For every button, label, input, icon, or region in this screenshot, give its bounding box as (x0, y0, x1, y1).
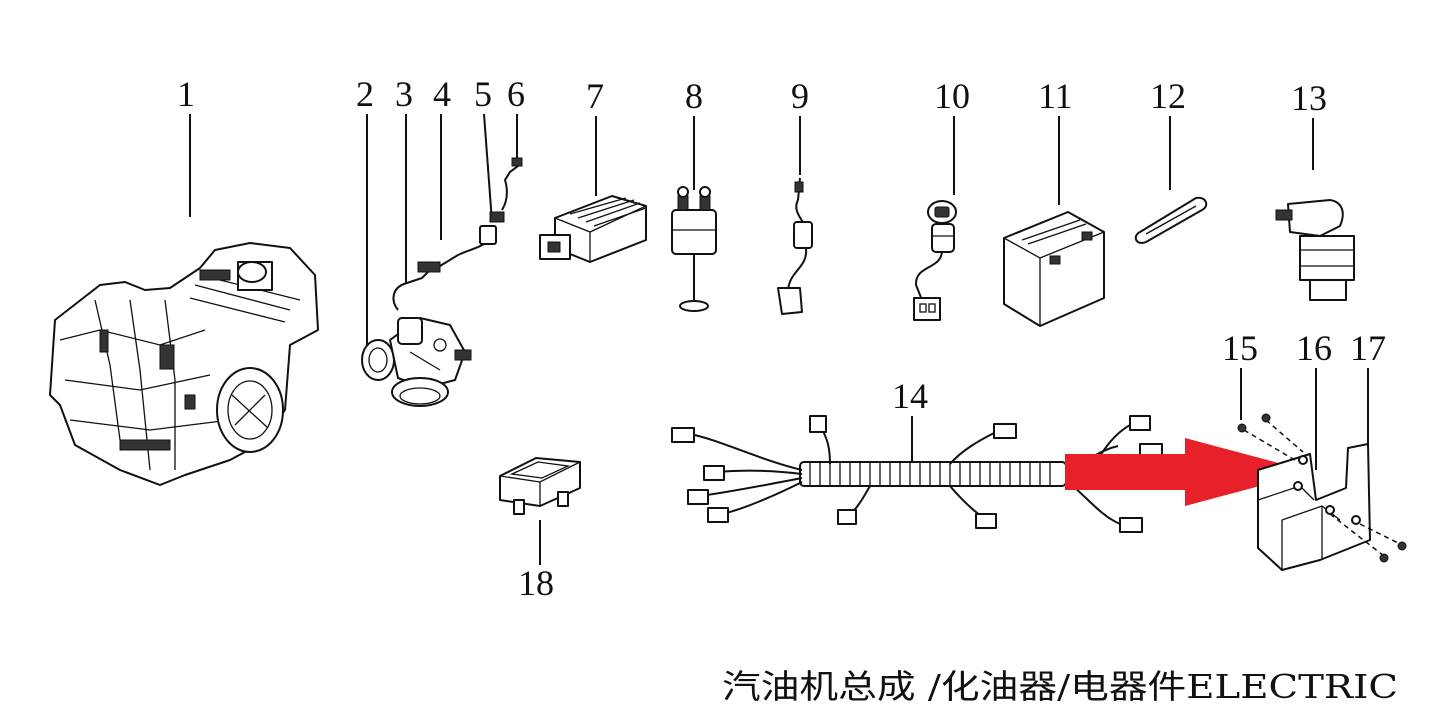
flasher-relay (1275, 199, 1355, 301)
callout-10: 10 (934, 76, 970, 116)
callout-16: 16 (1296, 328, 1332, 368)
mounting-bracket (1237, 413, 1407, 571)
fuel-hose-set (392, 157, 523, 311)
battery-strap (1134, 196, 1208, 244)
ignition-coil (777, 177, 813, 315)
red-arrow-annotation (1065, 438, 1312, 506)
starter-relay (671, 186, 717, 312)
callout-15: 15 (1222, 328, 1258, 368)
callout-11: 11 (1038, 76, 1073, 116)
callout-7: 7 (586, 76, 604, 116)
callout-4: 4 (433, 74, 451, 114)
wiring-harness (671, 415, 1163, 533)
callout-9: 9 (791, 76, 809, 116)
carburetor (361, 317, 472, 407)
callout-17: 17 (1350, 328, 1386, 368)
callout-12: 12 (1150, 76, 1186, 116)
diagram-caption: 汽油机总成 /化油器/电器件ELECTRIC (722, 667, 1398, 706)
battery (1003, 211, 1105, 327)
callout-2: 2 (356, 74, 374, 114)
callout-5: 5 (474, 74, 492, 114)
callout-3: 3 (395, 74, 413, 114)
rectangular-switch (499, 457, 581, 515)
callout-8: 8 (685, 76, 703, 116)
engine-assembly (49, 242, 319, 486)
callout-14: 14 (892, 376, 928, 416)
leader-lines (189, 113, 1369, 565)
callout-13: 13 (1291, 78, 1327, 118)
callout-1: 1 (177, 74, 195, 114)
callout-6: 6 (507, 74, 525, 114)
voltage-regulator (539, 195, 647, 263)
callout-18: 18 (518, 563, 554, 603)
ignition-switch (913, 200, 957, 321)
